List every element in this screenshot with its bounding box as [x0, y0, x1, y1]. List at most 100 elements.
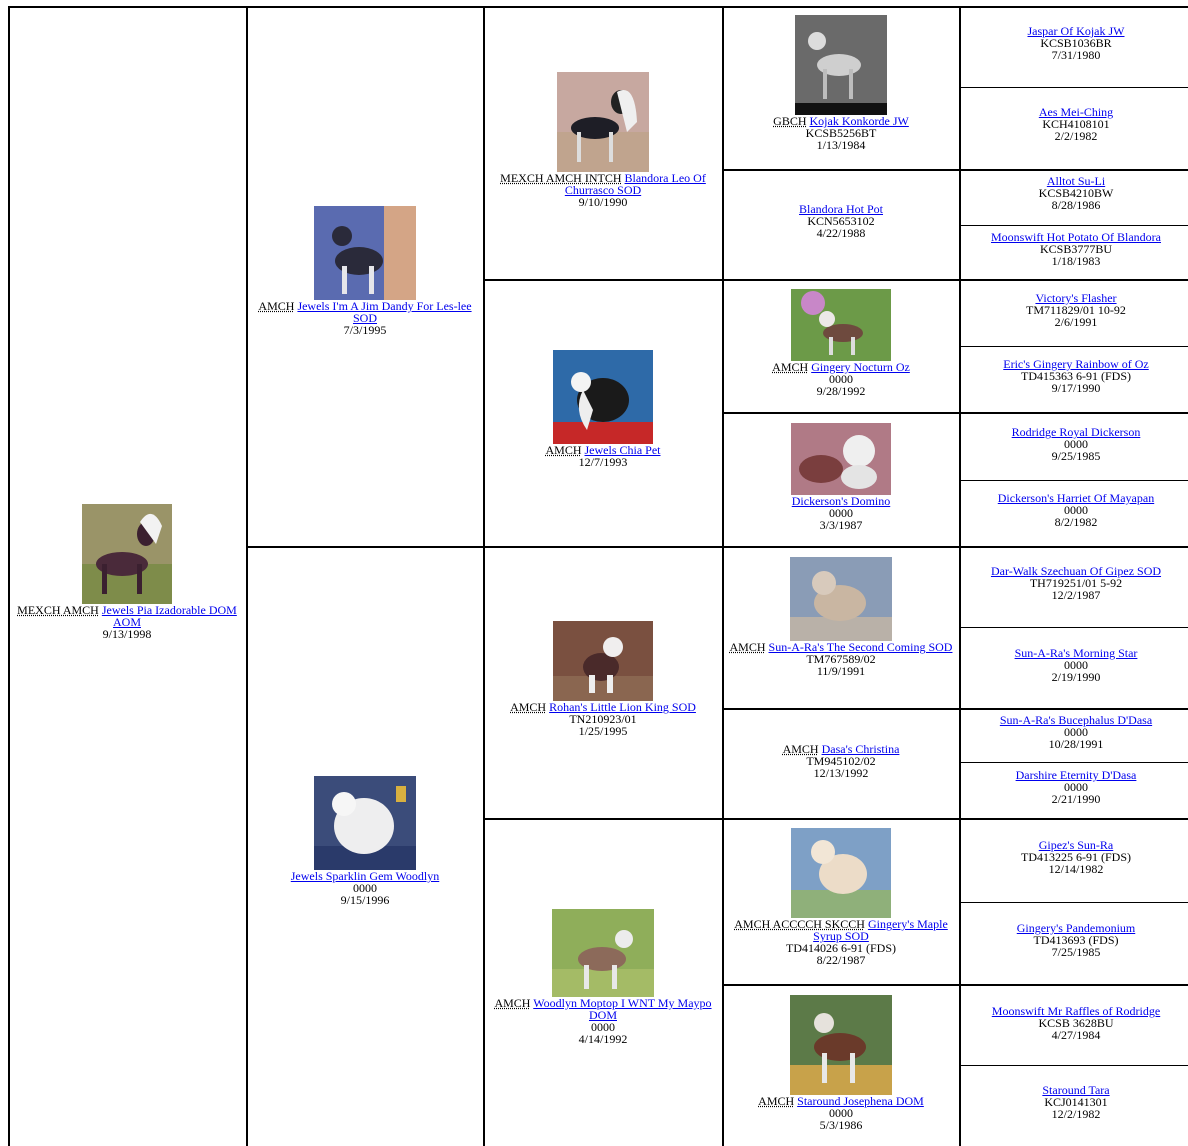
birth-date: 12/2/1982 [1051, 1107, 1101, 1121]
dog-name-link[interactable]: Staround Tara [1042, 1083, 1110, 1097]
dog-name-link[interactable]: Eric's Gingery Rainbow of Oz [1003, 357, 1149, 371]
dog-photo[interactable] [314, 206, 416, 300]
pedigree-cell-gen4: Dickerson's Domino 0000 3/3/1987 [726, 423, 956, 531]
dog-photo[interactable] [553, 621, 653, 701]
dog-name-link[interactable]: Jewels I'm A Jim Dandy For Les-lee SOD [297, 299, 472, 325]
title-abbr: GBCH [773, 114, 807, 128]
dog-name-link[interactable]: Moonswift Hot Potato Of Blandora [991, 230, 1161, 244]
dog-name-link[interactable]: Moonswift Mr Raffles of Rodridge [991, 1004, 1161, 1018]
registration-number: 0000 [829, 372, 853, 386]
pedigree-cell-gen5: Gingery's Pandemonium TD413693 (FDS) 7/2… [963, 922, 1188, 958]
dog-name-link[interactable]: Sun-A-Ra's Bucephalus D'Dasa [999, 713, 1153, 727]
row-divider [722, 412, 1188, 414]
row-divider [483, 279, 1188, 281]
registration-number: KCN5653102 [807, 214, 875, 228]
registration-number: KCSB3777BU [1039, 242, 1113, 256]
registration-number: KCJ0141301 [1044, 1095, 1108, 1109]
registration-number: 0000 [1064, 725, 1088, 739]
registration-number: TD413693 (FDS) [1033, 933, 1119, 947]
dog-name-link[interactable]: Darshire Eternity D'Dasa [1015, 768, 1137, 782]
registration-number: TN210923/01 [569, 712, 637, 726]
row-divider [959, 225, 1188, 226]
dog-name-link[interactable]: Aes Mei-Ching [1038, 105, 1114, 119]
registration-number: TD414026 6-91 (FDS) [786, 941, 896, 955]
registration-number: KCH4108101 [1042, 117, 1110, 131]
birth-date: 1/25/1995 [578, 724, 628, 738]
dog-name-link[interactable]: Blandora Hot Pot [799, 202, 883, 216]
dog-photo[interactable] [790, 557, 892, 641]
dog-photo[interactable] [790, 995, 892, 1095]
dog-name-link[interactable]: Jewels Pia Izadorable DOM AOM [101, 603, 237, 629]
pedigree-cell-gen5: Darshire Eternity D'Dasa 0000 2/21/1990 [963, 769, 1188, 805]
dog-name-link[interactable]: Gingery's Maple Syrup SOD [813, 917, 948, 943]
pedigree-cell-gen2: AMCH Jewels I'm A Jim Dandy For Les-lee … [250, 206, 480, 336]
row-divider [959, 627, 1188, 628]
row-divider [959, 1065, 1188, 1066]
row-divider [959, 902, 1188, 903]
registration-number: TD415363 6-91 (FDS) [1021, 369, 1131, 383]
pedigree-cell-gen2: Jewels Sparklin Gem Woodlyn 0000 9/15/19… [250, 776, 480, 906]
birth-date: 11/9/1991 [816, 664, 866, 678]
pedigree-cell-gen5: Moonswift Mr Raffles of Rodridge KCSB 36… [963, 1005, 1188, 1041]
pedigree-cell-gen5: Aes Mei-Ching KCH4108101 2/2/1982 [963, 106, 1188, 142]
birth-date: 12/2/1987 [1051, 588, 1101, 602]
dog-name-link[interactable]: Dar-Walk Szechuan Of Gipez SOD [990, 564, 1162, 578]
dog-name-link[interactable]: Rohan's Little Lion King SOD [549, 700, 696, 714]
pedigree-cell-gen5: Dar-Walk Szechuan Of Gipez SOD TH719251/… [963, 565, 1188, 601]
dog-photo[interactable] [314, 776, 416, 870]
dog-name-link[interactable]: Dasa's Christina [821, 742, 900, 756]
row-divider [959, 87, 1188, 88]
dog-name-link[interactable]: Alltot Su-Li [1046, 174, 1106, 188]
dog-name-link[interactable]: Gipez's Sun-Ra [1038, 838, 1114, 852]
row-divider [959, 762, 1188, 763]
dog-photo[interactable] [791, 828, 891, 918]
dog-name-link[interactable]: Kojak Konkorde JW [809, 114, 909, 128]
title-abbr: AMCH [772, 360, 809, 374]
row-divider [722, 169, 1188, 171]
dog-name-link[interactable]: Jewels Sparklin Gem Woodlyn [290, 869, 440, 883]
dog-name-link[interactable]: Victory's Flasher [1035, 291, 1117, 305]
dog-name-link[interactable]: Dickerson's Harriet Of Mayapan [997, 491, 1155, 505]
birth-date: 1/13/1984 [816, 138, 866, 152]
pedigree-cell-gen3: AMCH Rohan's Little Lion King SOD TN2109… [487, 621, 719, 737]
birth-date: 12/7/1993 [578, 455, 628, 469]
dog-photo[interactable] [791, 423, 891, 495]
birth-date: 8/28/1986 [1051, 198, 1101, 212]
birth-date: 9/10/1990 [578, 195, 628, 209]
pedigree-cell-gen5: Victory's Flasher TM711829/01 10-92 2/6/… [963, 292, 1188, 328]
dog-name-link[interactable]: Blandora Leo Of Churrasco SOD [564, 171, 706, 197]
dog-photo[interactable] [552, 909, 654, 997]
pedigree-cell-gen5: Sun-A-Ra's Bucephalus D'Dasa 0000 10/28/… [963, 714, 1188, 750]
pedigree-cell-gen4: AMCH Dasa's Christina TM945102/02 12/13/… [726, 743, 956, 779]
table-border-top [8, 6, 1188, 8]
dog-name-link[interactable]: Rodridge Royal Dickerson [1011, 425, 1141, 439]
dog-photo[interactable] [82, 504, 172, 604]
dog-photo[interactable] [795, 15, 887, 115]
dog-photo[interactable] [553, 350, 653, 444]
dog-name-link[interactable]: Gingery's Pandemonium [1016, 921, 1136, 935]
dog-photo[interactable] [557, 72, 649, 172]
dog-name-link[interactable]: Jewels Chia Pet [584, 443, 661, 457]
dog-name-link[interactable]: Gingery Nocturn Oz [811, 360, 910, 374]
dog-name-link[interactable]: Sun-A-Ra's Morning Star [1014, 646, 1138, 660]
row-divider [483, 818, 1188, 820]
pedigree-cell-gen4: Blandora Hot Pot KCN5653102 4/22/1988 [726, 203, 956, 239]
birth-date: 8/2/1982 [1054, 515, 1098, 529]
birth-date: 4/22/1988 [816, 226, 866, 240]
column-divider [483, 6, 485, 1146]
dog-name-link[interactable]: Sun-A-Ra's The Second Coming SOD [768, 640, 953, 654]
registration-number: KCSB 3628BU [1038, 1016, 1114, 1030]
pedigree-cell-gen3: AMCH Jewels Chia Pet 12/7/1993 [487, 350, 719, 468]
dog-name-link[interactable]: Staround Josephena DOM [797, 1094, 924, 1108]
dog-name-link[interactable]: Dickerson's Domino [791, 494, 891, 508]
registration-number: TH719251/01 5-92 [1029, 576, 1123, 590]
dog-photo[interactable] [791, 289, 891, 361]
birth-date: 7/25/1985 [1051, 945, 1101, 959]
birth-date: 5/3/1986 [819, 1118, 863, 1132]
column-divider [246, 6, 248, 1146]
registration-number: 0000 [1064, 503, 1088, 517]
title-abbr: AMCH [782, 742, 819, 756]
dog-name-link[interactable]: Jaspar Of Kojak JW [1027, 24, 1125, 38]
dog-name-link[interactable]: Woodlyn Moptop I WNT My Maypo DOM [533, 996, 712, 1022]
title-abbr: MEXCH AMCH INTCH [500, 171, 622, 185]
